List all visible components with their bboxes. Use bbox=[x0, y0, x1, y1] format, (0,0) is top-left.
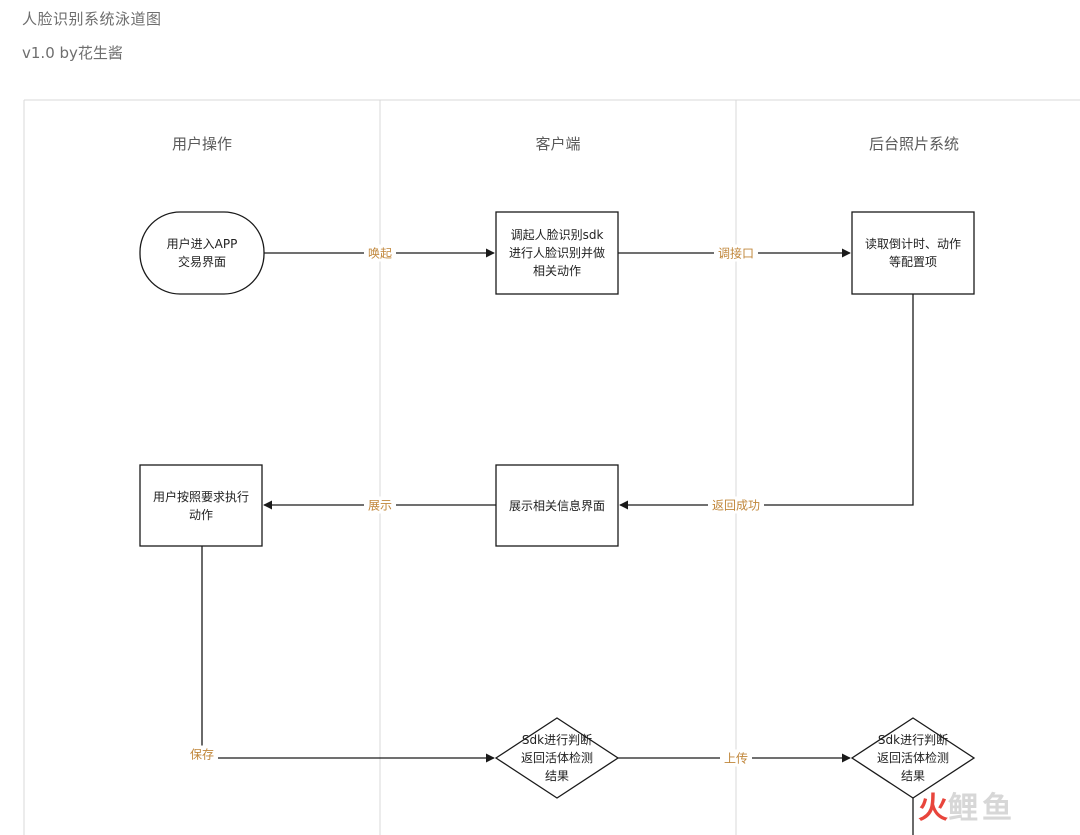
edge-label-upload: 上传 bbox=[719, 749, 753, 767]
edge-label-save: 保存 bbox=[185, 745, 219, 763]
edge-user-to-sdk bbox=[201, 546, 495, 763]
node-sdk-judge-backend: Sdk进行判断 返回活体检测 结果 bbox=[876, 733, 949, 783]
lane-header-backend: 后台照片系统 bbox=[868, 135, 959, 153]
node-user-action: 用户按照要求执行 动作 bbox=[152, 489, 249, 522]
node-show-info: 展示相关信息界面 bbox=[508, 498, 605, 513]
lane-header-user: 用户操作 bbox=[171, 135, 232, 153]
watermark-text: 鲤鱼 bbox=[948, 791, 1016, 826]
read-config-shape bbox=[851, 211, 975, 295]
node-invoke-sdk: 调起人脸识别sdk 进行人脸识别并做 相关动作 bbox=[508, 228, 605, 278]
watermark-logo: 火 鲤鱼 bbox=[918, 792, 1016, 826]
sdk-judge-client-shape bbox=[494, 717, 620, 799]
node-read-config: 读取倒计时、动作 等配置项 bbox=[864, 237, 961, 269]
node-enter-app: 用户进入APP 交易界面 bbox=[166, 237, 238, 269]
lane-header-client: 客户端 bbox=[535, 135, 581, 153]
show-info-shape bbox=[495, 464, 619, 547]
fire-icon: 火 bbox=[918, 791, 948, 826]
swimlane-frame bbox=[23, 99, 1080, 835]
edge-label-display: 展示 bbox=[363, 496, 397, 514]
node-sdk-judge-client: Sdk进行判断 返回活体检测 结果 bbox=[520, 733, 593, 783]
user-action-shape bbox=[139, 464, 263, 547]
document-version: v1.0 by花生酱 bbox=[22, 44, 123, 62]
edge-label-return-success: 返回成功 bbox=[707, 496, 765, 514]
document-title: 人脸识别系统泳道图 bbox=[22, 10, 162, 28]
edge-label-call-api: 调接口 bbox=[713, 244, 759, 262]
edge-config-to-show bbox=[619, 294, 914, 510]
edge-label-invoke: 唤起 bbox=[363, 244, 397, 262]
